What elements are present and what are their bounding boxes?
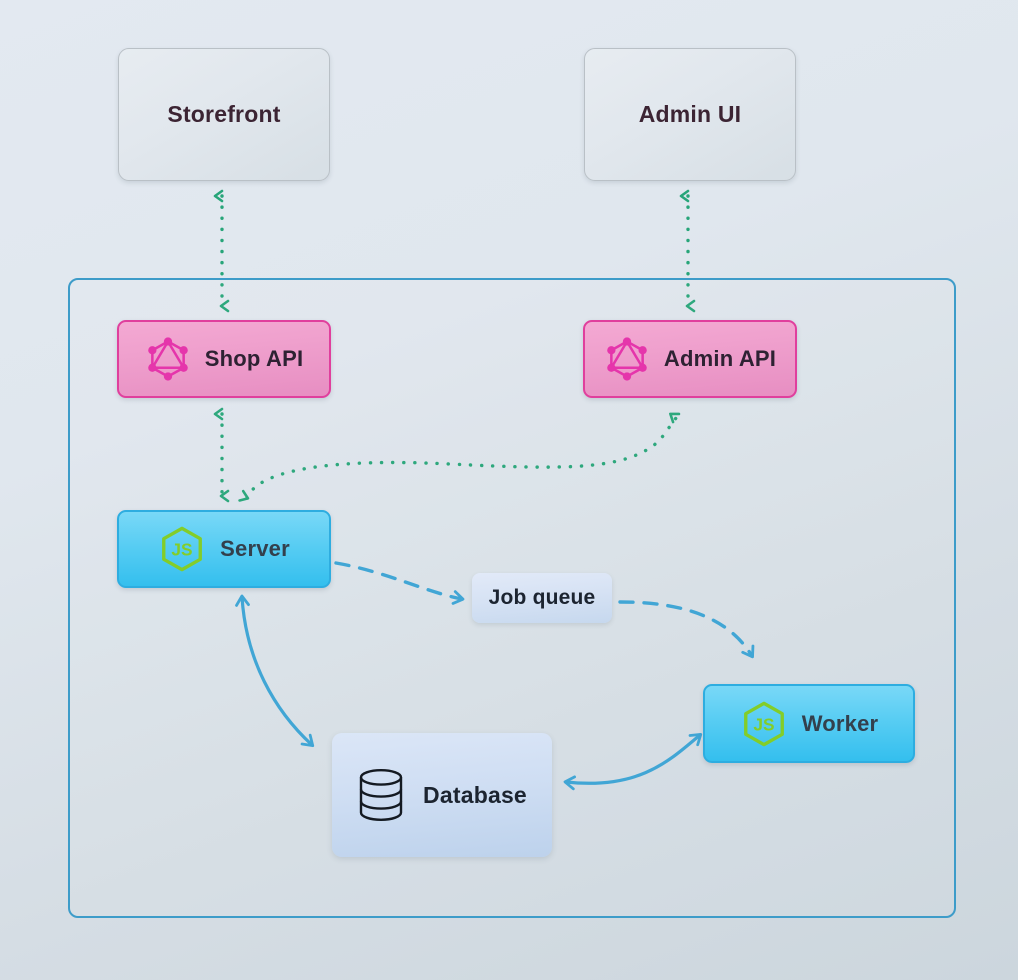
node-job-queue[interactable]: Job queue: [472, 573, 612, 623]
node-storefront-label: Storefront: [167, 101, 281, 127]
nodejs-icon: JS: [740, 700, 788, 748]
node-worker[interactable]: JS Worker: [703, 684, 915, 763]
node-shop-api[interactable]: Shop API: [117, 320, 331, 398]
node-server[interactable]: JS Server: [117, 510, 331, 588]
node-database[interactable]: Database: [332, 733, 552, 857]
node-worker-label: Worker: [801, 710, 879, 736]
svg-text:JS: JS: [171, 540, 192, 560]
graphql-icon: [145, 336, 191, 382]
node-admin-api-label: Admin API: [663, 346, 777, 371]
node-job-queue-label: Job queue: [488, 586, 596, 609]
node-admin-api[interactable]: Admin API: [583, 320, 797, 398]
nodejs-icon: JS: [158, 525, 206, 573]
node-database-label: Database: [423, 781, 527, 808]
svg-text:JS: JS: [753, 714, 774, 734]
server-boundary: [68, 278, 956, 918]
database-cylinder-icon: [357, 767, 405, 823]
graphql-icon: [604, 336, 650, 382]
node-shop-api-label: Shop API: [204, 346, 304, 371]
node-storefront[interactable]: Storefront: [118, 48, 330, 181]
node-admin-ui[interactable]: Admin UI: [584, 48, 796, 181]
node-server-label: Server: [220, 536, 290, 561]
node-admin-ui-label: Admin UI: [638, 101, 742, 127]
